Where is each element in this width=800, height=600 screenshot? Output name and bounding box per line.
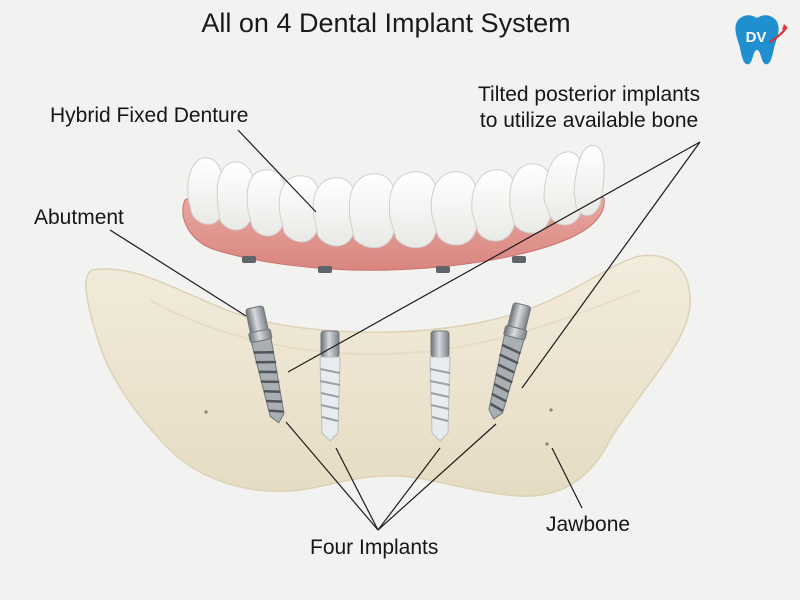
jawbone-shape	[86, 255, 690, 496]
implant-2	[320, 331, 340, 441]
label-abutment: Abutment	[34, 206, 124, 229]
implant-3	[430, 331, 450, 441]
label-tilted-line-2: to utilize available bone	[478, 108, 700, 134]
label-four-implants: Four Implants	[310, 536, 438, 559]
diagram-title: All on 4 Dental Implant System	[0, 8, 772, 39]
label-hybrid-fixed-denture: Hybrid Fixed Denture	[50, 104, 248, 127]
label-tilted-posterior-implants: Tilted posterior implants to utilize ava…	[478, 82, 700, 135]
label-jawbone: Jawbone	[546, 513, 630, 536]
dv-logo: DV	[730, 10, 788, 68]
label-tilted-line-1: Tilted posterior implants	[478, 82, 700, 108]
logo-text: DV	[730, 29, 782, 46]
